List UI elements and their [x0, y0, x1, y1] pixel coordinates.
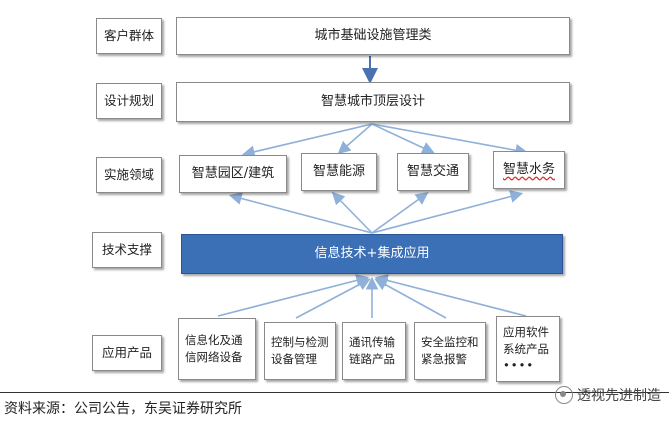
product-box-4: 安全监控和 紧急报警: [414, 322, 486, 380]
source-note: 资料来源：公司公告，东吴证券研究所: [4, 401, 242, 417]
arrow-product-5-to-tech: [374, 274, 527, 317]
arrow-tech-to-field-3: [371, 192, 429, 234]
field-text: 智慧交通: [406, 163, 459, 179]
customer-group-text: 城市基础设施管理类: [314, 27, 432, 43]
design-box: 智慧城市顶层设计: [176, 82, 570, 122]
customer-group-box: 城市基础设施管理类: [176, 17, 570, 55]
arrow-product-1-to-tech: [217, 274, 370, 317]
arrow-tech-to-field-2: [331, 191, 373, 234]
field-box-park-building: 智慧园区/建筑: [179, 155, 287, 193]
row-label-text: 设计规划: [103, 92, 154, 108]
row-label-text: 应用产品: [101, 344, 152, 360]
product-line: 应用软件: [503, 324, 549, 339]
design-text: 智慧城市顶层设计: [320, 93, 425, 109]
product-line: 设备管理: [271, 352, 317, 366]
product-line: 信网络设备: [185, 350, 243, 364]
watermark: 透视先进制造: [555, 385, 661, 405]
footer-rule: [0, 392, 669, 393]
row-label-implementation-field: 实施领域: [96, 157, 162, 193]
row-label-application-products: 应用产品: [92, 335, 162, 371]
arrow-design-to-field-3: [371, 123, 435, 154]
product-line: ••••: [503, 358, 535, 373]
field-box-water: 智慧水务: [493, 151, 565, 189]
product-box-2: 控制与检测 设备管理: [264, 322, 336, 380]
field-text: 智慧水务: [502, 161, 555, 177]
product-line: 系统产品: [503, 341, 549, 356]
product-box-3: 通讯传输 链路产品: [342, 322, 406, 380]
field-text: 智慧园区/建筑: [191, 165, 275, 181]
product-line: 控制与检测: [271, 335, 329, 350]
field-box-transport: 智慧交通: [397, 153, 469, 191]
wechat-icon: [555, 386, 573, 404]
field-box-energy: 智慧能源: [301, 153, 377, 191]
row-label-tech-support: 技术支撑: [92, 232, 162, 268]
row-label-customer-group: 客户群体: [96, 18, 162, 54]
row-label-design-planning: 设计规划: [96, 83, 162, 119]
row-label-text: 技术支撑: [101, 241, 152, 257]
watermark-text: 透视先进制造: [577, 388, 661, 404]
product-line: 通讯传输: [349, 335, 395, 350]
arrow-design-to-field-2: [337, 123, 373, 155]
arrow-design-to-field-4: [371, 123, 529, 157]
arrow-tech-to-field-1: [228, 192, 373, 234]
row-label-text: 实施领域: [103, 166, 154, 182]
product-box-1: 信息化及通 信网络设备: [178, 318, 256, 380]
tech-support-box: 信息技术+集成应用: [181, 234, 563, 274]
arrow-product-4-to-tech: [374, 278, 447, 319]
product-line: 链路产品: [349, 352, 395, 366]
field-text: 智慧能源: [312, 163, 365, 179]
row-label-text: 客户群体: [103, 27, 154, 43]
product-line: 信息化及通: [185, 333, 243, 348]
arrow-tech-to-field-4: [371, 190, 524, 234]
tech-text: 信息技术+集成应用: [314, 245, 430, 261]
product-line: 紧急报警: [421, 352, 467, 366]
arrow-design-to-field-1: [241, 123, 373, 159]
product-box-5: 应用软件 系统产品 ••••: [496, 316, 560, 382]
product-line: 安全监控和: [421, 335, 479, 350]
arrow-product-2-to-tech: [295, 278, 371, 319]
